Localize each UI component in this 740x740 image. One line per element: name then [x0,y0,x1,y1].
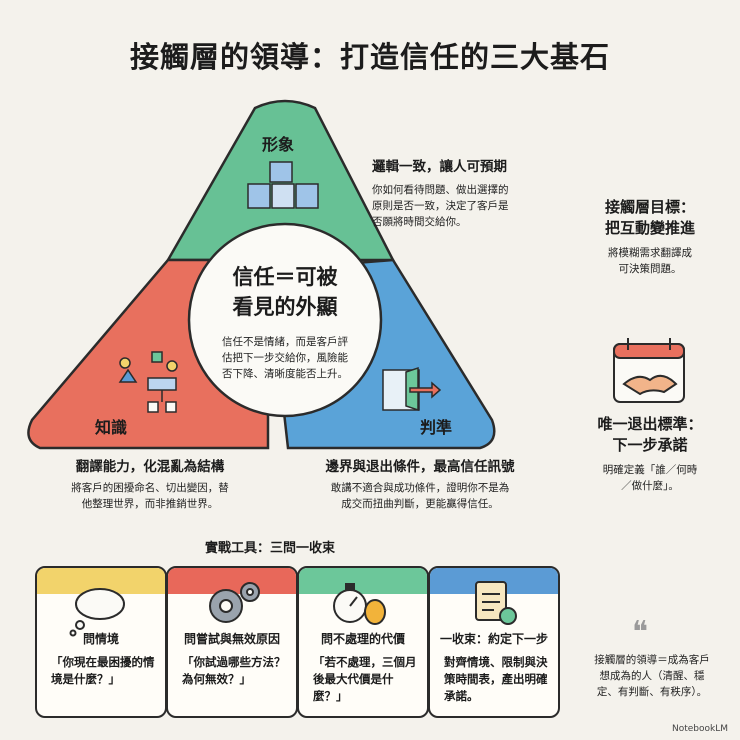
card-band [299,568,427,594]
label-judgment: 判準 [420,418,453,437]
callout-line: 否願將時間交給你。 [372,216,467,228]
tool-card: 問情境 「你現在最困擾的情境是什麼？」 [35,566,167,718]
exit-body-line: ／做什麼」。 [621,480,679,492]
exit-heading-line: 唯一退出標準： [597,415,703,433]
callout-knowledge: 翻譯能力，化混亂為結構 將客戶的困擾命名、切出變因，替 他整理世界，而非推銷世界… [30,458,270,512]
structure-icon [118,351,178,413]
tool-card: 一收束：約定下一步 對齊情境、限制與決策時間表，產出明確承諾。 [428,566,560,718]
callout-knowledge-body: 將客戶的困擾命名、切出變因，替 他整理世界，而非推銷世界。 [30,480,270,512]
center-body-line: 否下降、清晰度能否上升。 [222,368,348,380]
callout-knowledge-heading: 翻譯能力，化混亂為結構 [75,459,225,475]
callout-line: 他整理世界，而非推銷世界。 [81,498,219,510]
callout-line: 原則是否一致，決定了客戶是 [372,200,509,212]
exit-door-icon [382,366,442,412]
callout-judgment: 邊界與退出條件，最高信任訊號 敢講不適合與成功條件，證明你不是為 成交而扭曲判斷… [300,458,540,512]
card-body: 「若不處理，三個月後最大代價是什麼？」 [313,655,417,703]
tools-title: 實戰工具：三問一收束 [204,541,335,556]
goal-heading: 接觸層目標： 把互動變推進 [575,197,725,239]
exit-heading: 唯一退出標準： 下一步承諾 [570,414,730,456]
card-title: 問嘗試與無效原因 [183,632,280,646]
callout-judgment-heading: 邊界與退出條件，最高信任訊號 [325,459,515,475]
quote-body: 接觸層的領導＝成為客戶 想成為的人（清醒、穩 定、有判斷、有秩序）。 [572,652,732,700]
center-body-line: 估把下一步交給你，風險能 [222,352,348,364]
cubes-icon [247,161,319,209]
exit-body-line: 明確定義「誰／何時 [602,464,698,476]
card-body: 對齊情境、限制與決策時間表，產出明確承諾。 [444,655,548,703]
card-title: 問情境 [82,632,119,646]
card-band [430,568,558,594]
center-title-line1: 信任＝可被 [232,265,338,289]
label-knowledge: 知識 [95,418,128,437]
goal-heading-line: 接觸層目標： [604,198,695,216]
calendar-handshake-icon [613,338,685,403]
page-title: 接觸層的領導：打造信任的三大基石 [129,40,610,74]
card-title: 問不處理的代價 [320,632,405,646]
callout-line: 你如何看待問題、做出選擇的 [372,184,509,196]
callout-image-heading: 邏輯一致，讓人可預期 [372,159,507,175]
callout-judgment-body: 敢講不適合與成功條件，證明你不是為 成交而扭曲判斷，更能贏得信任。 [300,480,540,512]
tool-card: 問嘗試與無效原因 「你試過哪些方法？為何無效？」 [166,566,298,718]
center-body-line: 信任不是情緒，而是客戶評 [222,336,348,348]
quote-mark-icon: ❝ [632,615,649,650]
callout-image: 邏輯一致，讓人可預期 你如何看待問題、做出選擇的 原則是否一致，決定了客戶是 否… [372,158,562,230]
goal-body: 將模糊需求翻譯成 可決策問題。 [575,245,725,277]
center-title-line2: 看見的外顯 [232,295,338,319]
card-title: 一收束：約定下一步 [439,632,548,646]
watermark: NotebookLM [672,724,729,734]
tool-card: 問不處理的代價 「若不處理，三個月後最大代價是什麼？」 [297,566,429,718]
card-body: 「你現在最困擾的情境是什麼？」 [51,655,155,686]
callout-line: 將客戶的困擾命名、切出變因，替 [71,482,229,494]
quote-line: 接觸層的領導＝成為客戶 [594,654,710,666]
center-title: 信任＝可被 看見的外顯 [205,262,365,322]
quote-line: 定、有判斷、有秩序）。 [596,686,708,698]
callout-line: 成交而扭曲判斷，更能贏得信任。 [341,498,499,510]
center-circle [187,222,383,418]
label-image: 形象 [262,135,295,154]
callout-image-body: 你如何看待問題、做出選擇的 原則是否一致，決定了客戶是 否願將時間交給你。 [372,182,562,230]
exit-block: 唯一退出標準： 下一步承諾 明確定義「誰／何時 ／做什麼」。 [570,414,730,494]
exit-body: 明確定義「誰／何時 ／做什麼」。 [570,462,730,494]
card-band [168,568,296,594]
goal-block: 接觸層目標： 把互動變推進 將模糊需求翻譯成 可決策問題。 [575,197,725,277]
quote-line: 想成為的人（清醒、穩 [599,670,705,682]
goal-body-line: 將模糊需求翻譯成 [608,247,692,259]
card-body: 「你試過哪些方法？為何無效？」 [182,655,286,686]
goal-heading-line: 把互動變推進 [604,219,695,237]
center-body: 信任不是情緒，而是客戶評 估把下一步交給你，風險能 否下降、清晰度能否上升。 [205,334,365,382]
goal-body-line: 可決策問題。 [618,263,682,275]
callout-line: 敢講不適合與成功條件，證明你不是為 [330,482,510,494]
exit-heading-line: 下一步承諾 [612,436,688,454]
card-band [37,568,165,594]
